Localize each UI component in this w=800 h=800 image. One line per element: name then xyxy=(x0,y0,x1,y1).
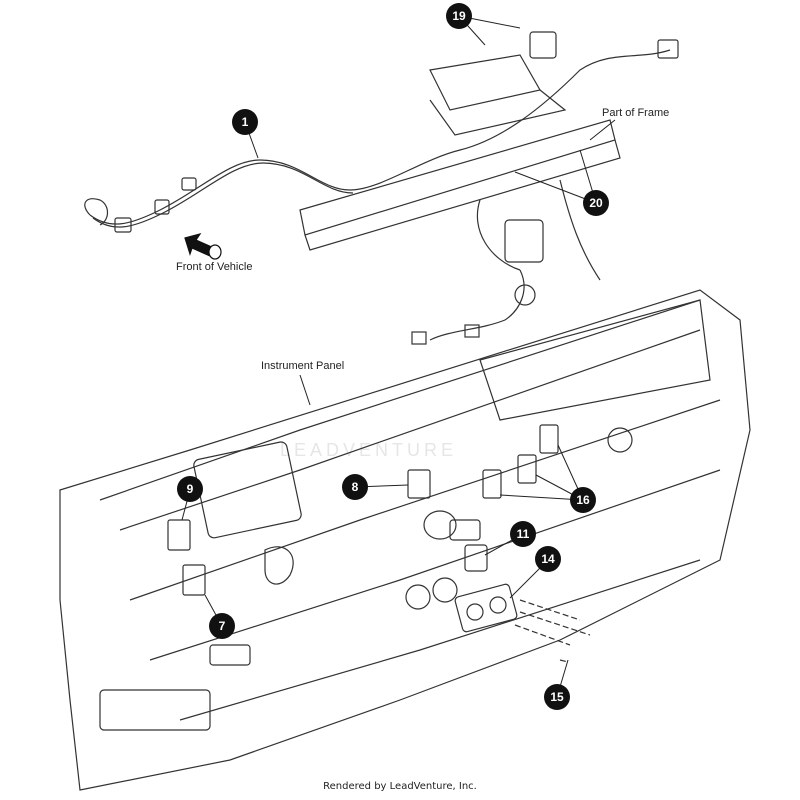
callout-20[interactable]: 20 xyxy=(583,190,609,216)
frame xyxy=(299,54,621,251)
front-of-vehicle-label: Front of Vehicle xyxy=(176,261,253,273)
callout-19[interactable]: 19 xyxy=(446,3,472,29)
callout-14[interactable]: 14 xyxy=(535,546,561,572)
callout-15[interactable]: 15 xyxy=(544,684,570,710)
watermark: LEADVENTURE xyxy=(280,440,458,460)
callout-7[interactable]: 7 xyxy=(209,613,235,639)
wiring-harness xyxy=(84,31,679,345)
callout-1[interactable]: 1 xyxy=(232,109,258,135)
instrument-panel-label: Instrument Panel xyxy=(261,360,345,372)
front-of-vehicle-arrow xyxy=(184,233,222,260)
footer-credit: Rendered by LeadVenture, Inc. xyxy=(323,781,477,792)
callout-11[interactable]: 11 xyxy=(510,521,536,547)
callout-9[interactable]: 9 xyxy=(177,476,203,502)
callout-8[interactable]: 8 xyxy=(342,474,368,500)
components xyxy=(167,424,591,663)
part-of-frame-label: Part of Frame xyxy=(602,107,670,119)
instrument-panel xyxy=(59,289,751,791)
callout-16[interactable]: 16 xyxy=(570,487,596,513)
